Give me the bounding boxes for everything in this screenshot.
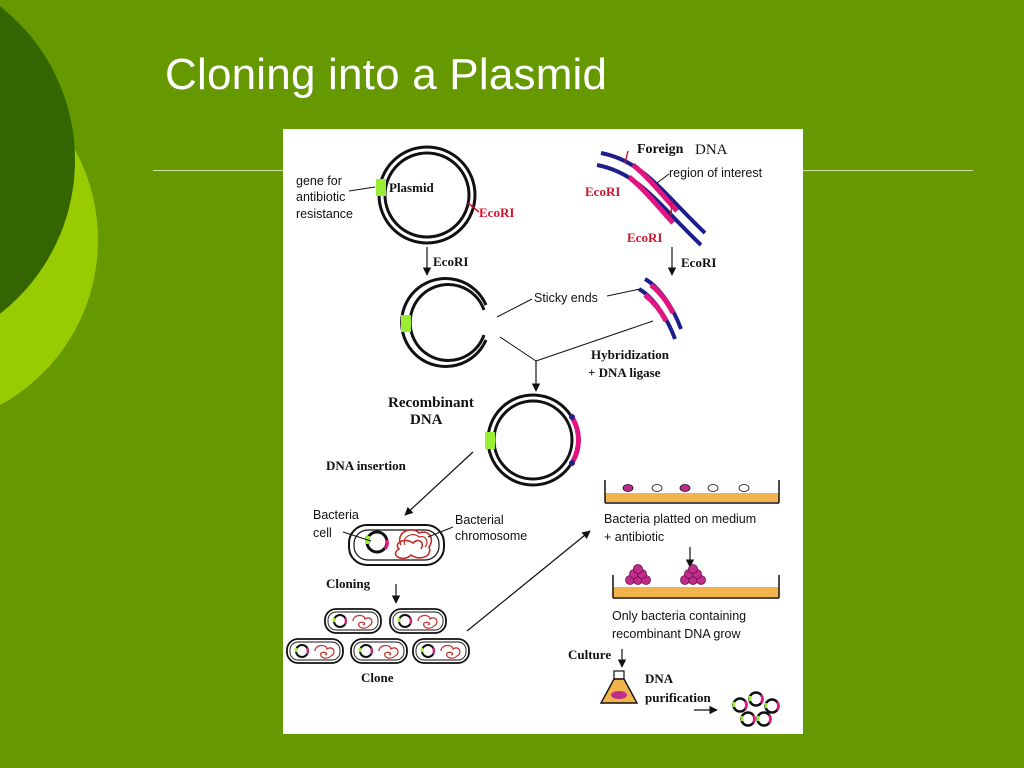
cut-plasmid-icon — [400, 277, 488, 368]
clone-cell-icon — [412, 638, 470, 664]
plasmid-label: Plasmid — [389, 180, 435, 195]
plasmid-icon — [376, 145, 480, 245]
chromosome-pointer — [427, 526, 454, 538]
gene-label-1: gene for — [296, 174, 342, 188]
merge-line-left — [499, 336, 537, 362]
purification-label-1: DNA — [645, 671, 674, 686]
cloning-label: Cloning — [326, 576, 371, 591]
cell-pointer — [342, 531, 372, 542]
hybridization-label: Hybridization — [591, 347, 670, 362]
purification-label-2: purification — [645, 690, 711, 705]
colony-icon — [688, 564, 698, 574]
purified-plasmid-icon — [764, 698, 780, 714]
petri-dish-icon — [604, 480, 780, 504]
cut-insert-icon — [637, 277, 683, 340]
gene-label-3: resistance — [296, 207, 353, 221]
colony-plate-icon — [612, 575, 780, 599]
plated-label-1: Bacteria platted on medium — [604, 512, 756, 526]
purified-plasmids — [732, 691, 780, 727]
clone-cell-icon — [324, 608, 382, 634]
clone-cell-icon — [389, 608, 447, 634]
bacterium-cell-icon — [348, 524, 445, 566]
title-rule-left — [153, 170, 283, 171]
bacteria-label: Bacteria — [313, 508, 359, 522]
gene-pointer — [348, 186, 376, 192]
ecori-top-label: EcoRI — [585, 184, 620, 199]
gene-label-2: antibiotic — [296, 190, 345, 204]
cell-label: cell — [313, 526, 332, 540]
chromosome-label: chromosome — [455, 529, 527, 543]
recombinant-plasmid-icon — [485, 393, 581, 487]
slide-title: Cloning into a Plasmid — [165, 50, 608, 99]
title-rule-right — [803, 170, 973, 171]
purified-plasmid-icon — [756, 711, 772, 727]
sticky-pointer-right — [606, 288, 641, 297]
clone-cells — [286, 608, 470, 664]
ecori-bottom-label: EcoRI — [627, 230, 662, 245]
purified-plasmid-icon — [732, 697, 748, 713]
foreign-dna-icon — [596, 150, 707, 247]
colonies — [625, 564, 706, 585]
recombinant-dna-label: DNA — [410, 412, 443, 428]
culture-label: Culture — [568, 647, 611, 662]
region-pointer — [656, 173, 670, 184]
ecori-arrow-left-label: EcoRI — [433, 254, 468, 269]
culture-flask-icon — [599, 670, 639, 704]
ecori-arrow-right-label: EcoRI — [681, 255, 716, 270]
dna-insertion-label: DNA insertion — [326, 458, 407, 473]
dark-green-arc — [0, 6, 75, 314]
plating-arrow — [466, 530, 591, 632]
only-bacteria-label-1: Only bacteria containing — [612, 609, 746, 623]
clone-label: Clone — [361, 670, 394, 685]
region-of-interest-label: region of interest — [669, 166, 763, 180]
cloning-diagram: Plasmid gene for antibiotic resistance E… — [283, 129, 803, 734]
purified-plasmid-icon — [740, 711, 756, 727]
purified-plasmid-icon — [748, 691, 764, 707]
foreign-label: Foreign — [637, 142, 684, 157]
sticky-pointer-left — [496, 298, 533, 318]
colony-icon — [633, 564, 643, 574]
plated-label-2: + antibiotic — [604, 530, 664, 544]
sticky-ends-label: Sticky ends — [534, 291, 598, 305]
dna-ligase-label: + DNA ligase — [588, 365, 661, 380]
foreign-dna-label: DNA — [695, 142, 728, 158]
ecori-plasmid-site-label: EcoRI — [479, 205, 514, 220]
clone-cell-icon — [350, 638, 408, 664]
insertion-arrow — [404, 451, 474, 516]
clone-cell-icon — [286, 638, 344, 664]
only-bacteria-label-2: recombinant DNA grow — [612, 627, 742, 641]
bacterial-label: Bacterial — [455, 513, 504, 527]
recombinant-label: Recombinant — [388, 395, 474, 411]
merge-line-right — [535, 320, 654, 362]
